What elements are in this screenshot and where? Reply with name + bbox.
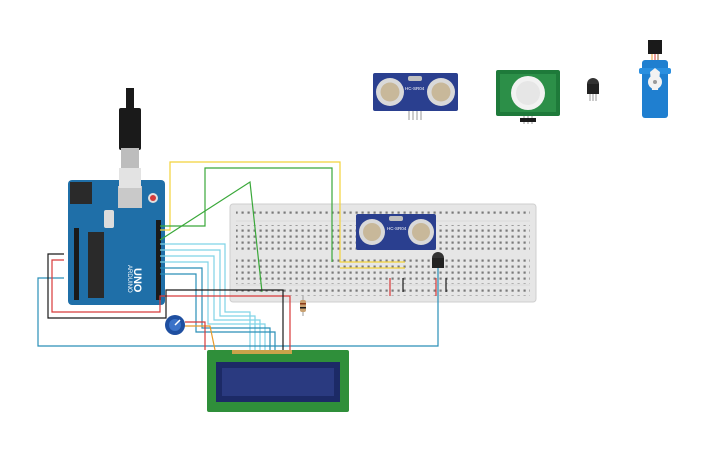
wire-black [47,253,250,319]
wire-green-2 [159,180,263,293]
usb-cable[interactable] [119,88,141,188]
wire-red [51,259,250,313]
pir-motion-sensor[interactable] [496,70,560,124]
temperature-sensor[interactable] [587,78,599,101]
ultrasonic-sensor[interactable]: HC-SR04 [373,73,458,120]
resistor[interactable] [300,296,306,316]
wires [37,161,447,351]
temperature-sensor-board[interactable] [432,252,444,268]
wire-blue-loop [37,268,439,347]
arduino-logo-text: UNO [131,268,143,293]
arduino-uno-board[interactable]: ARDUINO UNO [68,180,165,305]
wire-green [160,167,333,262]
ultrasonic-sensor-board[interactable]: HC-SR04 [356,214,436,250]
servo-motor[interactable] [639,40,671,118]
arduino-brand-text: ARDUINO [126,265,132,293]
wire-orange [180,325,216,351]
lcd-display[interactable] [207,350,349,412]
ultrasonic-top-label: HC-SR04 [405,86,425,91]
ultrasonic-board-label: HC-SR04 [387,226,407,231]
wire-yellow [160,161,405,263]
potentiometer[interactable] [165,315,185,335]
